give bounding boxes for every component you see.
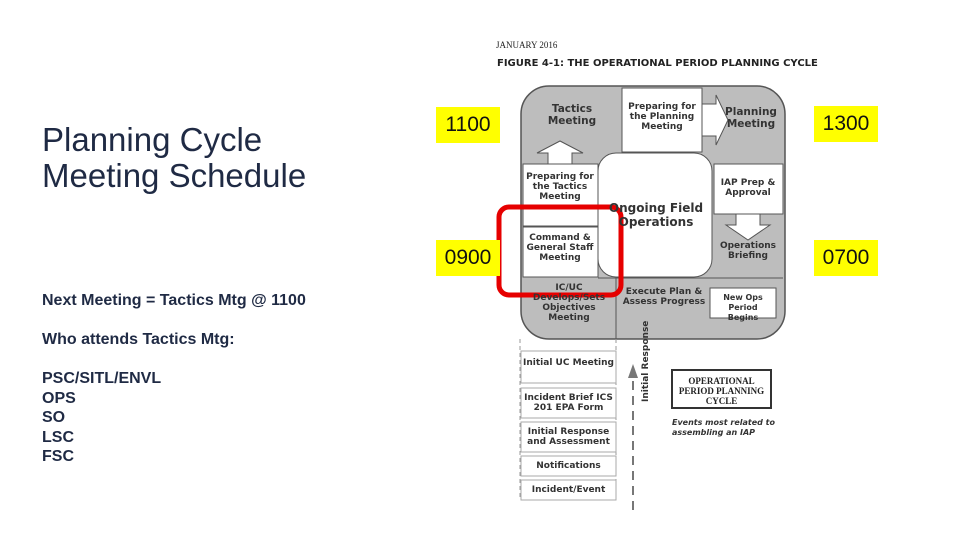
arrow-up-icon [536,140,584,165]
label-execute-plan: Execute Plan & Assess Progress [622,287,706,307]
label-new-ops-period: New Ops Period Begins [723,293,763,322]
page-title: Planning Cycle Meeting Schedule [42,122,372,194]
time-tag-1300: 1300 [814,106,878,142]
label-planning-meeting: Planning Meeting [725,106,777,130]
label-ongoing-field-ops: Ongoing Field Operations [608,201,704,229]
step-incident-event: Incident/Event [531,485,606,495]
box-preparing-tactics [522,163,599,227]
label-icuc-objectives: IC/UC Develops/Sets Objectives Meeting [532,283,606,323]
legend-box: OPERATIONAL PERIOD PLANNING CYCLE [671,369,772,409]
arrow-right-icon [701,94,729,146]
label-tactics-meeting: Tactics Meeting [547,103,597,127]
figure-title: FIGURE 4-1: THE OPERATIONAL PERIOD PLANN… [497,58,818,69]
box-ongoing-ops [597,152,713,278]
label-preparing-tactics: Preparing for the Tactics Meeting [526,172,594,202]
attendee-item: OPS [42,389,76,407]
title-line-1: Planning Cycle [42,121,263,158]
box-preparing-planning [621,87,703,153]
time-tag-0900: 0900 [436,240,500,276]
attendee-list: PSC/SITL/ENVL OPS SO LSC FSC [42,369,161,467]
label-iap-prep: IAP Prep & Approval [720,178,776,198]
box-iap-prep [713,163,784,215]
title-line-2: Meeting Schedule [42,157,307,194]
arrow-up-small-icon [628,364,638,378]
step-incident-brief: Incident Brief ICS 201 EPA Form [524,393,613,413]
figure-date: JANUARY 2016 [496,40,558,50]
attendee-item: LSC [42,428,74,446]
attendee-item: SO [42,409,66,426]
step-initial-response: Initial Response and Assessment [527,427,610,447]
legend-note: Events most related to assembling an IAP [672,418,775,437]
step-notifications: Notifications [536,461,601,471]
label-preparing-planning: Preparing for the Planning Meeting [628,102,696,132]
initial-response-label: Initial Response [641,320,651,402]
time-tag-0700: 0700 [814,240,878,276]
step-initial-uc: Initial UC Meeting [523,358,614,368]
attendee-item: PSC/SITL/ENVL [42,370,162,387]
arrow-down-icon [724,213,772,241]
label-command-staff: Command & General Staff Meeting [526,233,594,263]
next-meeting-text: Next Meeting = Tactics Mtg @ 1100 [42,292,306,309]
time-tag-1100: 1100 [436,107,500,143]
who-attends-text: Who attends Tactics Mtg: [42,331,235,348]
box-new-ops [709,287,777,319]
attendee-item: FSC [42,448,74,465]
label-operations-briefing: Operations Briefing [719,241,777,261]
